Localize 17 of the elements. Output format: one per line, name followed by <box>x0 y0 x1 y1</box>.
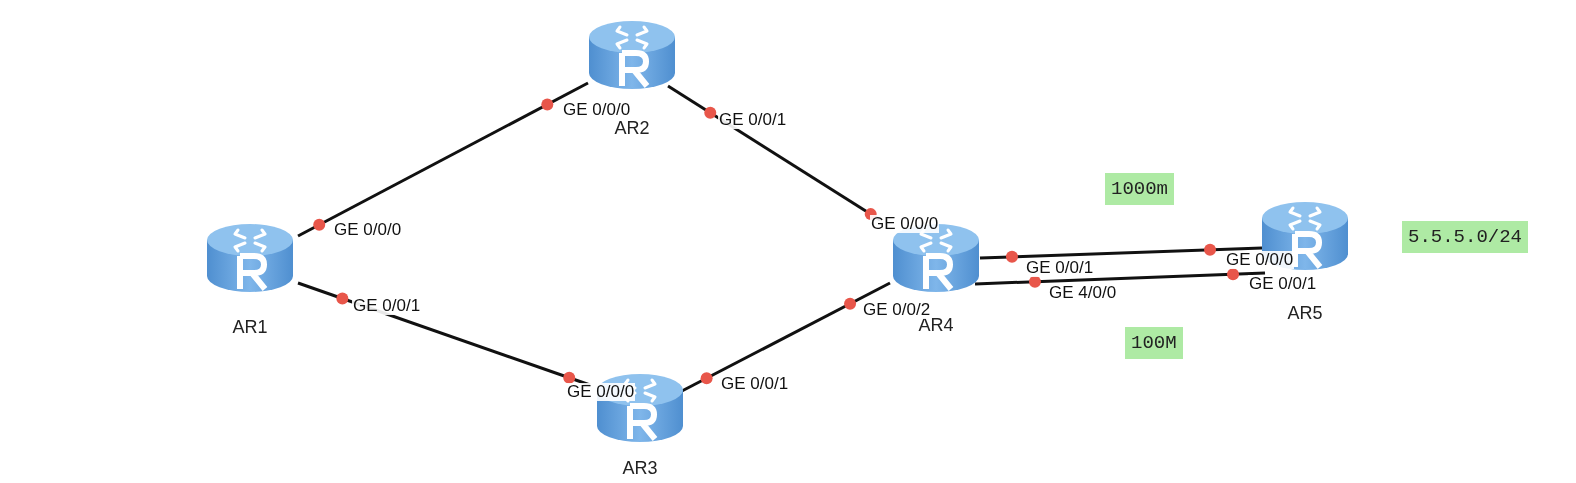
link-line <box>297 81 589 238</box>
note-tag: 100M <box>1125 327 1183 359</box>
note-tag: 5.5.5.0/24 <box>1402 221 1529 253</box>
port-label: GE 0/0/1 <box>1025 259 1095 277</box>
link-line <box>974 271 1266 286</box>
port-label: GE 0/0/1 <box>352 297 422 315</box>
port-label: GE 0/0/0 <box>870 215 940 233</box>
router-name: AR3 <box>622 458 658 478</box>
port-label: GE 0/0/2 <box>862 301 932 319</box>
note-tag: 1000m <box>1105 173 1174 205</box>
port-label: GE 0/0/0 <box>566 383 636 401</box>
router-name: AR2 <box>614 118 650 138</box>
router-name: AR1 <box>232 317 268 337</box>
port-label: GE 0/0/1 <box>718 111 788 129</box>
router-name: AR5 <box>1287 303 1323 323</box>
port-label: GE 0/0/0 <box>1225 251 1295 269</box>
link-line <box>979 246 1263 260</box>
